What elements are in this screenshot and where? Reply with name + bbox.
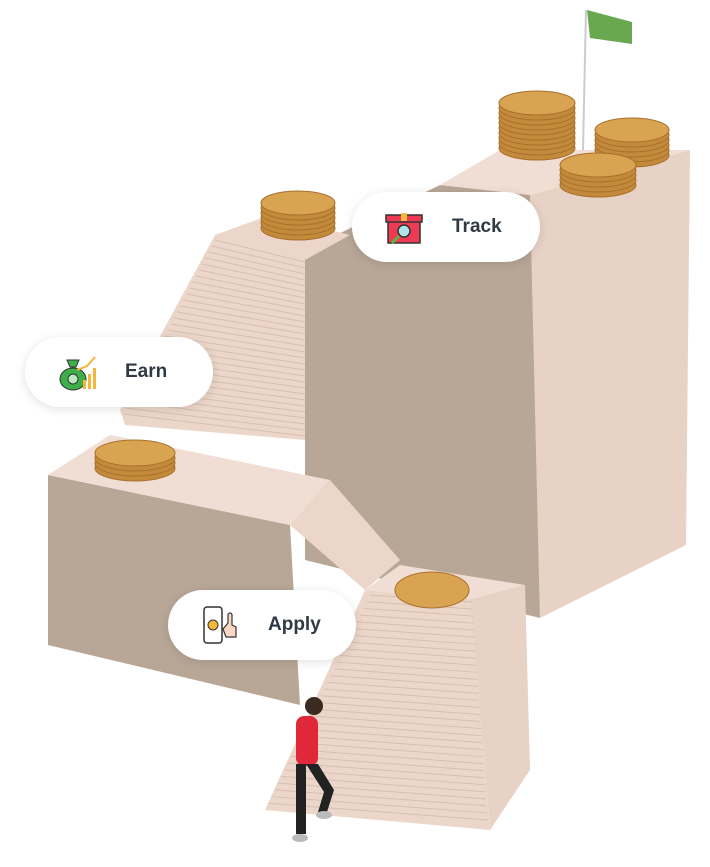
money-bag-growth-icon [59, 356, 96, 391]
gift-search-icon [385, 213, 423, 245]
stair-step [337, 661, 478, 673]
stair-step [350, 634, 476, 645]
coin [260, 190, 336, 216]
stair-step [327, 681, 479, 694]
step-label: Earn [125, 361, 168, 382]
stair-step [180, 305, 306, 329]
step-label: Apply [268, 614, 321, 635]
stair-step [274, 789, 487, 807]
stair-step [183, 299, 306, 323]
stair-step [167, 329, 306, 353]
stair-step [271, 796, 488, 814]
stair-step [123, 413, 306, 437]
stair-step [360, 614, 474, 624]
step-label: Track [452, 216, 502, 237]
stair-step [208, 251, 306, 275]
stair-step [291, 755, 485, 772]
stair-step [199, 269, 306, 293]
stair-step [278, 782, 487, 800]
stair-step [195, 275, 306, 299]
stair-step [202, 263, 306, 287]
stair-step [214, 239, 306, 263]
step-earn[interactable]: Earn [25, 337, 213, 407]
stair-step [340, 654, 477, 666]
flag-icon [587, 10, 632, 44]
stair-step [192, 281, 306, 305]
stair-step [176, 311, 306, 335]
stair-step [314, 708, 481, 723]
coin [559, 152, 637, 178]
stair-step [186, 293, 306, 317]
coin [94, 439, 176, 467]
stair-step [310, 715, 482, 730]
stair-step [333, 668, 478, 680]
stair-step [363, 607, 474, 617]
front-block-side [470, 585, 530, 830]
stair-step [307, 722, 482, 737]
stair-step [330, 675, 479, 687]
stair-step [317, 702, 481, 715]
stair-step [294, 749, 484, 765]
middle-stairs [290, 480, 400, 590]
stair-step [211, 245, 306, 269]
climbing-person [292, 697, 334, 842]
step-apply[interactable]: Apply [168, 590, 356, 660]
coin [594, 117, 670, 143]
stair-step [356, 621, 475, 631]
stair-step [173, 317, 306, 341]
stair-step [324, 688, 480, 701]
phone-tap-icon [203, 606, 237, 644]
tall-block-front [305, 185, 540, 618]
coin [394, 571, 470, 609]
stair-step [126, 407, 306, 431]
stair-step [189, 287, 306, 311]
stair-step [320, 695, 480, 708]
stair-step [281, 775, 486, 793]
stair-step [343, 648, 477, 659]
stair-step [301, 735, 483, 751]
stair-step [304, 728, 483, 744]
stair-step [346, 641, 476, 652]
stair-step [297, 742, 484, 758]
stair-step [205, 257, 306, 281]
flag-pole [582, 9, 587, 151]
coin [498, 90, 576, 116]
stair-step [287, 762, 485, 779]
step-track[interactable]: Track [352, 192, 540, 262]
stair-step [170, 323, 306, 347]
tall-block-side [530, 150, 690, 618]
stair-step [353, 628, 475, 638]
